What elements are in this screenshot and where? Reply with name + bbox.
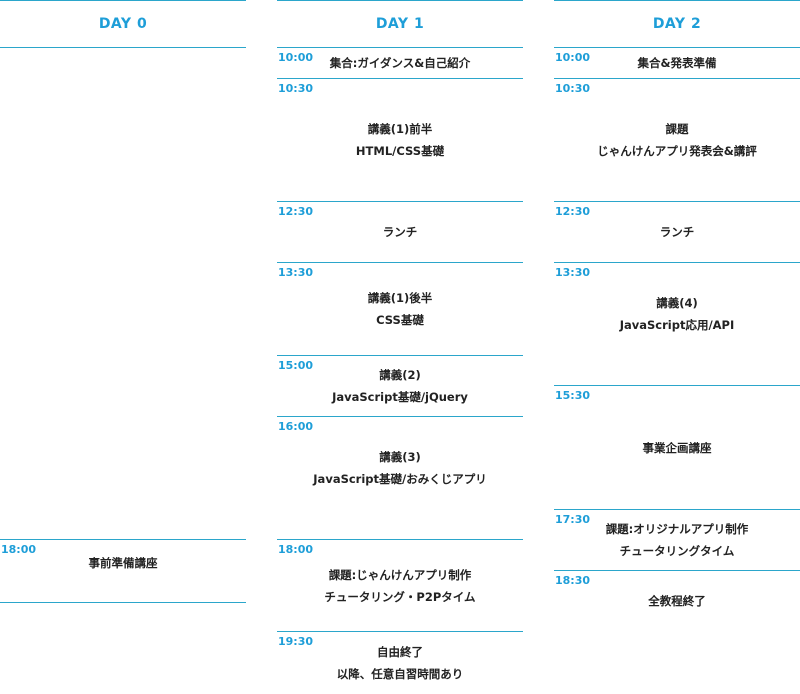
day-header: DAY 2 xyxy=(652,16,702,32)
schedule-slot: 10:30 課題 じゃんけんアプリ発表会&講評 xyxy=(554,79,800,201)
divider xyxy=(554,0,800,1)
day-1-column: DAY 1 10:00 集合:ガイダンス&自己紹介 10:30 講義(1)前半 … xyxy=(277,0,523,694)
schedule-slot: 19:30 自由終了 以降、任意自習時間あり xyxy=(277,632,523,694)
schedule-slot: 10:00 集合&発表準備 xyxy=(554,48,800,78)
slot-time: 13:30 xyxy=(555,266,591,279)
slot-line: 講義(3) xyxy=(379,450,421,464)
divider xyxy=(0,539,246,540)
slot-line: 課題:オリジナルアプリ制作 xyxy=(605,522,749,536)
slot-time: 17:30 xyxy=(555,513,591,526)
slot-time: 13:30 xyxy=(278,266,314,279)
divider xyxy=(554,78,800,79)
slot-line: 講義(1)前半 xyxy=(367,122,433,136)
divider xyxy=(554,262,800,263)
schedule-slot: 15:30 事業企画講座 xyxy=(554,386,800,509)
slot-line: じゃんけんアプリ発表会&講評 xyxy=(597,144,757,158)
schedule-slot: 13:30 講義(1)後半 CSS基礎 xyxy=(277,263,523,355)
slot-time: 15:30 xyxy=(555,389,591,402)
slot-line: 集合&発表準備 xyxy=(637,56,717,70)
slot-line: JavaScript基礎/おみくじアプリ xyxy=(313,472,487,486)
divider xyxy=(554,201,800,202)
day-2-column: DAY 2 10:00 集合&発表準備 10:30 課題 じゃんけんアプリ発表会… xyxy=(554,0,800,694)
schedule-slot: 12:30 ランチ xyxy=(277,202,523,262)
divider xyxy=(554,570,800,571)
schedule-slot: 15:00 講義(2) JavaScript基礎/jQuery xyxy=(277,356,523,416)
day-header: DAY 0 xyxy=(98,16,148,32)
divider xyxy=(277,262,523,263)
slot-line: チュータリング・P2Pタイム xyxy=(324,589,476,604)
slot-line: 課題:じゃんけんアプリ制作 xyxy=(328,567,472,582)
divider xyxy=(0,602,246,603)
slot-line: JavaScript応用/API xyxy=(619,318,735,332)
divider xyxy=(0,0,246,1)
divider xyxy=(277,416,523,417)
slot-time: 12:30 xyxy=(278,205,314,218)
slot-time: 10:00 xyxy=(555,51,591,64)
slot-line: 集合:ガイダンス&自己紹介 xyxy=(329,56,471,70)
day-0-column: DAY 0 18:00 事前準備講座 xyxy=(0,0,246,694)
slot-time: 18:30 xyxy=(555,574,591,587)
slot-line: 課題 xyxy=(665,122,689,136)
slot-time: 18:00 xyxy=(1,543,37,556)
slot-line: CSS基礎 xyxy=(376,313,424,327)
slot-line: チュータリングタイム xyxy=(619,544,735,558)
divider xyxy=(277,631,523,632)
slot-time: 16:00 xyxy=(278,420,314,433)
divider xyxy=(0,47,246,48)
slot-time: 10:30 xyxy=(278,82,314,95)
slot-time: 12:30 xyxy=(555,205,591,218)
slot-time: 15:00 xyxy=(278,359,314,372)
slot-line: 以降、任意自習時間あり xyxy=(336,667,464,681)
schedule-slot: 17:30 課題:オリジナルアプリ制作 チュータリングタイム xyxy=(554,510,800,570)
schedule-slot: 18:00 課題:じゃんけんアプリ制作 チュータリング・P2Pタイム xyxy=(277,540,523,631)
day-header: DAY 1 xyxy=(375,16,425,32)
slot-time: 18:00 xyxy=(278,543,314,556)
slot-line: HTML/CSS基礎 xyxy=(355,144,445,158)
divider xyxy=(554,47,800,48)
schedule-slot: 12:30 ランチ xyxy=(554,202,800,262)
schedule-slot: 18:30 全教程終了 xyxy=(554,571,800,631)
slot-line: JavaScript基礎/jQuery xyxy=(332,390,468,404)
slot-line: ランチ xyxy=(659,225,695,239)
slot-line: ランチ xyxy=(382,225,418,239)
divider xyxy=(277,201,523,202)
schedule-slot: 18:00 事前準備講座 xyxy=(0,540,246,602)
slot-time: 10:30 xyxy=(555,82,591,95)
slot-line: 講義(4) xyxy=(656,296,698,310)
schedule-slot: 16:00 講義(3) JavaScript基礎/おみくじアプリ xyxy=(277,417,523,539)
schedule-slot: 13:30 講義(4) JavaScript応用/API xyxy=(554,263,800,385)
slot-line: 事前準備講座 xyxy=(88,556,158,570)
divider xyxy=(277,0,523,1)
divider xyxy=(277,78,523,79)
slot-line: 講義(2) xyxy=(379,368,421,382)
divider xyxy=(277,47,523,48)
slot-time: 10:00 xyxy=(278,51,314,64)
slot-line: 全教程終了 xyxy=(648,594,706,608)
divider xyxy=(554,385,800,386)
schedule-slot: 10:30 講義(1)前半 HTML/CSS基礎 xyxy=(277,79,523,201)
slot-line: 事業企画講座 xyxy=(642,440,712,455)
slot-line: 講義(1)後半 xyxy=(367,291,433,305)
divider xyxy=(277,539,523,540)
slot-line: 自由終了 xyxy=(377,645,423,659)
schedule-slot: 10:00 集合:ガイダンス&自己紹介 xyxy=(277,48,523,78)
divider xyxy=(277,355,523,356)
divider xyxy=(554,509,800,510)
slot-time: 19:30 xyxy=(278,635,314,648)
